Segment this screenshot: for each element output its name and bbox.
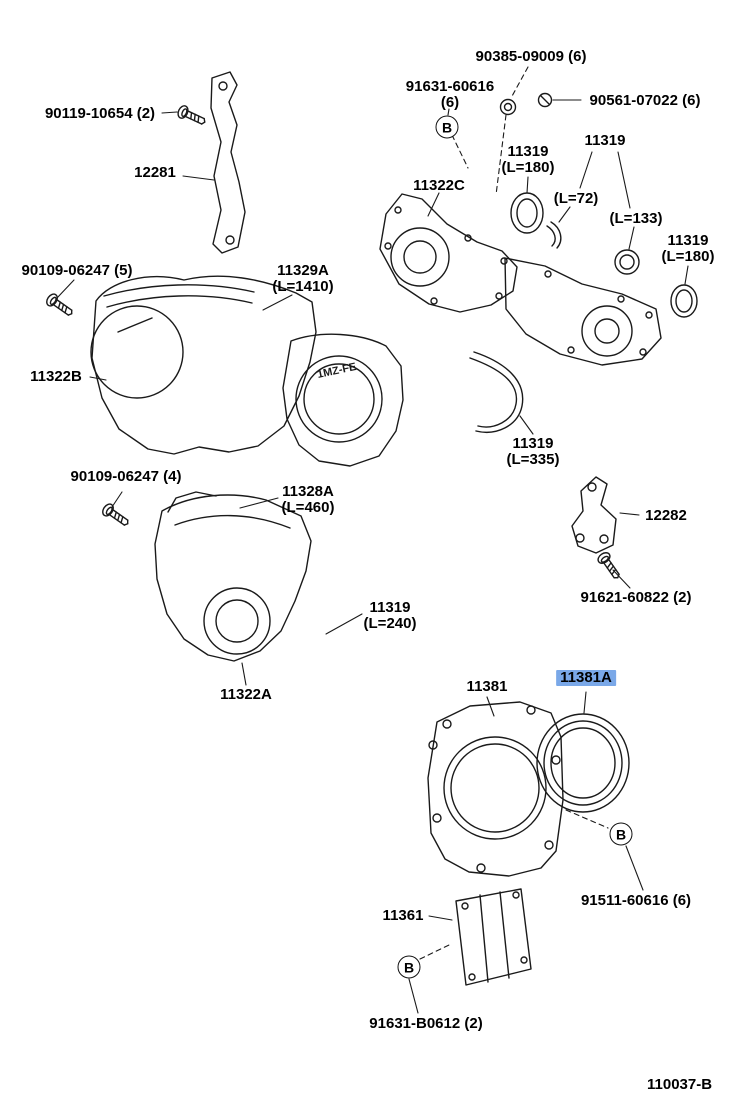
part-number: 11322A [220, 686, 272, 703]
bracket-12281 [210, 71, 246, 254]
bolt-90109-06247-5 [43, 291, 77, 320]
part-length-label: (L=460) [281, 499, 335, 516]
part-label-90119-10654[interactable]: 90119-10654 (2) [45, 106, 155, 122]
drawing-number: 110037-B [647, 1076, 713, 1093]
part-number: 91621-60822 (2) [580, 589, 692, 606]
part-label-91631-B0612[interactable]: 91631-B0612 (2) [369, 1016, 482, 1032]
part-label-11329A[interactable]: 11329A (L=1410) [272, 263, 333, 295]
part-number: 11319 [512, 435, 554, 452]
part-number: 90385-09009 (6) [475, 48, 587, 65]
grommet-90561-07022 [537, 92, 553, 108]
part-label-11381A-selected[interactable]: 11381A [556, 670, 616, 686]
plate-11361 [455, 888, 532, 986]
cover-11322C [379, 193, 518, 313]
part-length-label: (L=180) [501, 159, 555, 176]
part-number: 11329A [277, 262, 329, 279]
bolt-90109-06247-4 [99, 501, 133, 530]
part-number: 11319 [507, 143, 549, 160]
part-number: 90119-10654 (2) [44, 105, 156, 122]
grommet-90385-09009 [499, 98, 517, 116]
part-number: 11319 [584, 132, 626, 149]
bolt-marker-b-right: B [609, 822, 633, 846]
part-length-label: (L=72) [553, 190, 599, 207]
seal-11319-l180-a [510, 192, 544, 234]
part-number: 11328A [282, 483, 334, 500]
bolt-90119-10654 [175, 103, 209, 129]
part-label-11381[interactable]: 11381 [467, 679, 508, 695]
part-number: 90109-06247 (5) [21, 262, 133, 279]
cover-no3 [282, 333, 404, 467]
cover-rear-right [504, 257, 662, 366]
part-label-11319-l180-a[interactable]: 11319 (L=180) [502, 144, 555, 176]
part-label-90385-09009[interactable]: 90385-09009 (6) [476, 49, 587, 65]
bolt-marker-b-bottom: B [397, 955, 421, 979]
leader-lines [56, 99, 689, 1014]
part-number: 12282 [645, 507, 687, 524]
part-label-11328A[interactable]: 11328A (L=460) [282, 484, 335, 516]
part-label-90109-06247-5[interactable]: 90109-06247 (5) [22, 263, 133, 279]
part-label-11322A[interactable]: 11322A [220, 687, 272, 703]
gasket-11319-l72 [546, 221, 562, 249]
part-number: 91631-B0612 (2) [369, 1015, 483, 1032]
part-number: 11322C [413, 177, 465, 194]
part-qty-label: (6) [440, 94, 460, 111]
length-label-l72[interactable]: (L=72) [554, 191, 599, 207]
part-label-11322B[interactable]: 11322B [30, 369, 82, 385]
seal-11381A [536, 713, 630, 813]
dashed-reference-lines [419, 66, 609, 960]
part-number: 91631-60616 [405, 78, 495, 95]
bolt-marker-b-top: B [435, 115, 459, 139]
gasket-11319-l335 [469, 351, 524, 433]
part-number: 90561-07022 (6) [589, 92, 701, 109]
part-label-91621-60822[interactable]: 91621-60822 (2) [581, 590, 692, 606]
part-number: 11319 [667, 232, 709, 249]
part-length-label: (L=240) [363, 615, 417, 632]
part-label-11319-l335[interactable]: 11319 (L=335) [507, 436, 560, 468]
length-label-l133[interactable]: (L=133) [610, 211, 663, 227]
seal-11319-l180-b [670, 284, 698, 318]
engine-badge: 1MZ-FE [316, 361, 357, 381]
part-label-11319-top-right[interactable]: 11319 [585, 133, 626, 149]
part-label-11319-l180-b[interactable]: 11319 (L=180) [662, 233, 715, 265]
retainer-11381 [427, 701, 564, 877]
part-number: 11381 [466, 678, 508, 695]
part-number: 11381A [556, 670, 616, 686]
part-number: 91511-60616 (6) [580, 892, 692, 909]
part-label-90561-07022[interactable]: 90561-07022 (6) [590, 93, 701, 109]
part-number: 11322B [30, 368, 82, 385]
part-number: 12281 [134, 164, 176, 181]
part-length-label: (L=133) [609, 210, 663, 227]
part-number: 90109-06247 (4) [70, 468, 182, 485]
part-length-label: (L=180) [661, 248, 715, 265]
part-label-11319-l240[interactable]: 11319 (L=240) [364, 600, 417, 632]
bracket-12282 [571, 476, 617, 554]
cover-11322B [90, 275, 317, 455]
part-label-11361[interactable]: 11361 [383, 908, 424, 924]
part-label-90109-06247-4[interactable]: 90109-06247 (4) [71, 469, 182, 485]
part-label-11322C[interactable]: 11322C [413, 178, 465, 194]
part-label-91631-60616[interactable]: 91631-60616 (6) [406, 79, 494, 111]
cover-11322A [154, 491, 312, 662]
part-label-91511-60616[interactable]: 91511-60616 (6) [581, 893, 691, 909]
part-number: 11319 [369, 599, 411, 616]
part-length-label: (L=1410) [272, 278, 334, 295]
part-label-12281[interactable]: 12281 [134, 165, 176, 181]
part-label-12282[interactable]: 12282 [645, 508, 687, 524]
part-number: 11361 [382, 907, 424, 924]
seal-11319-l133 [614, 249, 640, 275]
part-length-label: (L=335) [506, 451, 560, 468]
